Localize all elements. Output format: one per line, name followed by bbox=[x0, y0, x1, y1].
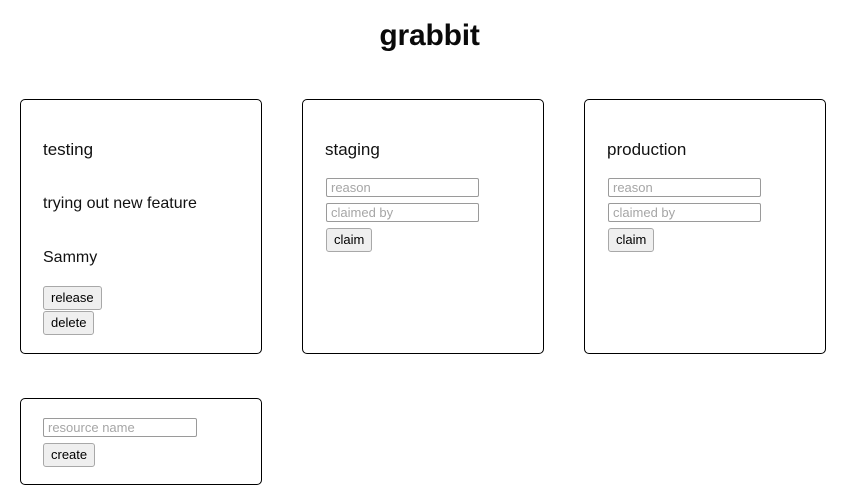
resource-name: staging bbox=[325, 140, 380, 159]
resource-reason: trying out new feature bbox=[43, 195, 197, 212]
resource-name: testing bbox=[43, 140, 94, 159]
claimed-by-input[interactable] bbox=[608, 203, 761, 222]
resource-claimed-by: Sammy bbox=[43, 249, 98, 266]
release-button[interactable]: release bbox=[43, 286, 102, 310]
page-title: grabbit bbox=[379, 19, 480, 52]
create-resource-card: create bbox=[20, 398, 262, 485]
reason-input[interactable] bbox=[608, 178, 761, 197]
resource-name: production bbox=[607, 140, 687, 159]
resource-card-testing: testing trying out new feature Sammy rel… bbox=[20, 99, 262, 354]
claim-button[interactable]: claim bbox=[326, 228, 373, 252]
resource-card-staging: staging claim bbox=[302, 99, 544, 354]
claimed-by-input[interactable] bbox=[326, 203, 479, 222]
reason-input[interactable] bbox=[326, 178, 479, 197]
resource-name-input[interactable] bbox=[43, 418, 197, 437]
delete-button[interactable]: delete bbox=[43, 311, 95, 335]
resource-card-production: production claim bbox=[584, 99, 826, 354]
claim-button[interactable]: claim bbox=[608, 228, 655, 252]
create-button[interactable]: create bbox=[43, 443, 96, 467]
